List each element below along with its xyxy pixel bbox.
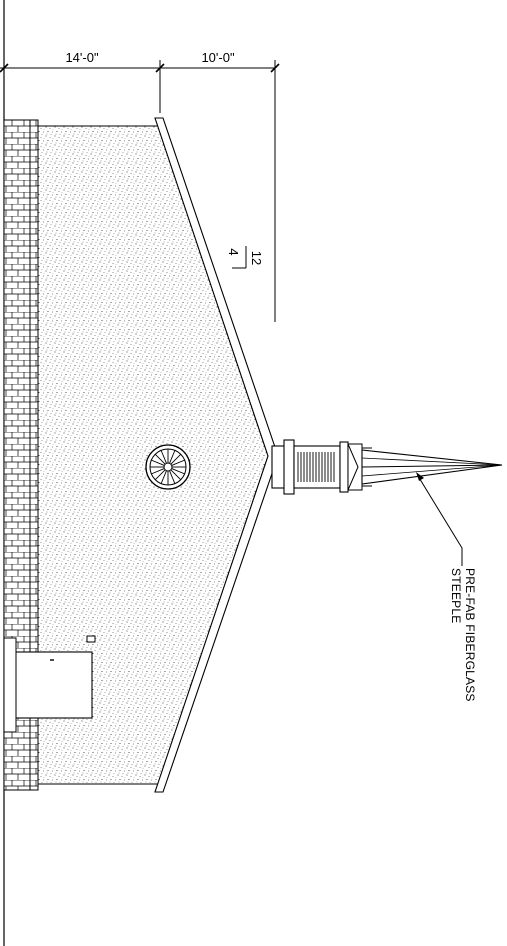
rose-window-spoke <box>170 453 182 465</box>
dimension-label-left: 14'-0" <box>65 50 99 65</box>
callout-leader <box>417 475 463 566</box>
spire-ridge <box>361 464 503 468</box>
light-fixture <box>86 635 96 643</box>
steeple-belfry <box>293 445 341 489</box>
rose-window-spoke <box>160 470 167 484</box>
callout-label-line1: PRE-FAB FIBERGLASS <box>463 568 477 702</box>
spire-ridge <box>361 457 503 466</box>
pitch-rise: 4 <box>226 248 241 255</box>
callout-label-line2: STEEPLE <box>449 568 463 623</box>
rose-window-spoke <box>169 450 176 464</box>
rose-window-spoke <box>171 459 185 466</box>
roof-pitch-symbol: 4 12 <box>226 246 264 269</box>
entry-canopy <box>3 635 96 733</box>
rose-window-spoke <box>151 459 165 466</box>
steeple-upper-cornice <box>339 441 349 493</box>
rose-window-spokes <box>150 449 186 485</box>
roof-fascia <box>154 117 279 793</box>
rose-window <box>145 444 191 490</box>
pitch-run: 12 <box>249 251 264 265</box>
dimension-tick <box>0 63 9 73</box>
steeple <box>271 439 503 495</box>
rose-window-spoke <box>160 450 167 464</box>
rose-window-spoke <box>154 453 166 465</box>
dimension-label-right: 10'-0" <box>201 50 235 65</box>
spire-ridge <box>361 464 503 477</box>
dimension-group <box>0 60 280 322</box>
rose-window-spoke <box>169 470 176 484</box>
steeple-cornice <box>283 439 295 495</box>
steeple-lantern <box>347 443 363 491</box>
canopy-panel <box>11 651 93 719</box>
dimension-tick <box>155 63 165 73</box>
rose-window-spoke <box>171 468 185 475</box>
callout-arrowhead <box>416 472 424 481</box>
rose-window-spoke <box>154 469 166 481</box>
rose-window-spoke <box>170 469 182 481</box>
canopy-support <box>3 637 17 733</box>
rose-window-spoke <box>151 468 165 475</box>
dimension-tick <box>270 63 280 73</box>
belfry-louvers <box>297 452 335 482</box>
rose-window-hub <box>163 462 173 472</box>
